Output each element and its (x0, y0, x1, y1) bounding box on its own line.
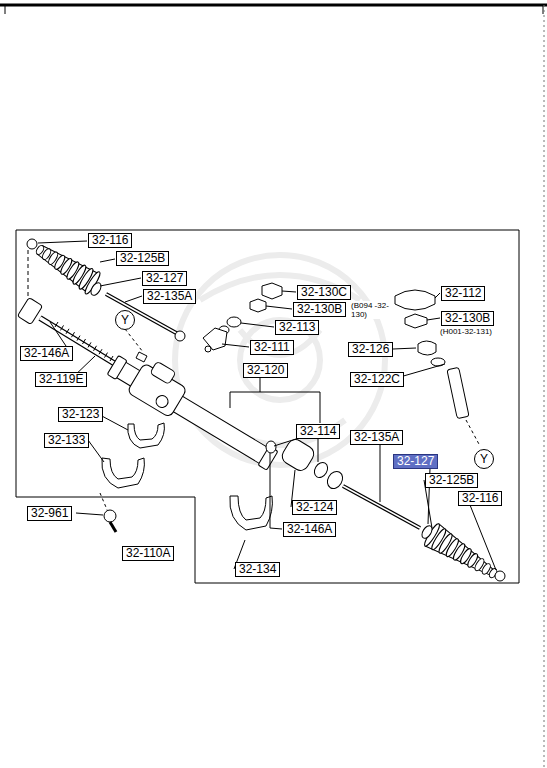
view-circle: Y (115, 310, 135, 330)
callout-number: 32-146A (283, 522, 336, 537)
callout-text: 32-112 (445, 286, 481, 300)
callout-text: 32-130C (301, 285, 347, 299)
callout-number: 32-961 (27, 506, 72, 521)
callout-number: 32-135A (143, 289, 196, 304)
callout-text: 32-130B (297, 302, 342, 316)
callout-number: 32-111 (250, 340, 294, 355)
callout-text: 32-125B (429, 473, 474, 487)
callout-number: 32-135A (350, 430, 403, 445)
part-note: (H001-32-131) (440, 327, 510, 336)
callout-text: 32-111 (254, 340, 290, 354)
group-frame (16, 230, 519, 583)
callout-number: 32-126 (348, 342, 393, 357)
callout-text: 32-961 (31, 506, 68, 520)
callout-text: 32-120 (247, 363, 284, 377)
callout-number: 32-127 (393, 454, 438, 469)
callout-number: 32-134 (235, 562, 280, 577)
parts (17, 239, 505, 581)
callout-text: 32-146A (24, 346, 69, 360)
callout-text: 32-116 (462, 491, 498, 505)
callout-number: 32-113 (275, 320, 319, 335)
callout-text: 32-126 (352, 342, 389, 356)
callout-text: 32-119E (39, 372, 83, 386)
callout-text: 32-134 (239, 562, 276, 576)
boot-bellows (423, 522, 503, 585)
callout-number: 32-130B (293, 302, 346, 317)
callout-text: 32-133 (48, 433, 85, 447)
callout-number: 32-122C (350, 372, 404, 387)
callout-text: 32-124 (296, 500, 333, 514)
callout-text: 32-122C (354, 372, 400, 386)
view-circle: Y (474, 449, 494, 469)
callout-text: Y (480, 453, 488, 466)
callout-text: 32-146A (287, 522, 332, 536)
callout-number: 32-116 (88, 233, 132, 248)
page-rule (0, 5, 547, 768)
leader-lines (38, 241, 496, 570)
boots (31, 237, 503, 585)
callout-number: 32-130C (297, 285, 351, 300)
callout-number: 32-114 (296, 424, 340, 439)
callout-text: 32-135A (147, 289, 192, 303)
callout-number: 32-112 (441, 286, 485, 301)
callout-text: 32-110A (126, 546, 170, 560)
callout-text: 32-125B (120, 251, 165, 265)
callout-number: 32-123 (58, 407, 103, 422)
callout-text: 32-127 (146, 271, 183, 285)
callout-text: 32-114 (300, 424, 336, 438)
callout-number: 32-116 (458, 491, 502, 506)
callout-number: 32-119E (35, 372, 87, 387)
callout-text: Y (121, 314, 129, 327)
callout-number: 32-110A (122, 546, 174, 561)
callout-number: 32-133 (44, 433, 89, 448)
callout-text: 32-135A (354, 430, 399, 444)
callout-number: 32-146A (20, 346, 73, 361)
part-note: (B094 -32-130) (351, 301, 391, 319)
callout-text: 32-123 (62, 407, 99, 421)
callout-number: 32-130B (441, 311, 494, 326)
callout-text: 32-130B (445, 311, 490, 325)
callout-number: 32-120 (243, 363, 288, 378)
callout-number: 32-124 (292, 500, 337, 515)
callout-number: 32-125B (425, 473, 478, 488)
callout-number: 32-125B (116, 251, 169, 266)
callout-text: 32-116 (92, 233, 128, 247)
callout-text: 32-113 (279, 320, 315, 334)
callout-text: 32-127 (397, 454, 434, 468)
callout-number: 32-127 (142, 271, 187, 286)
